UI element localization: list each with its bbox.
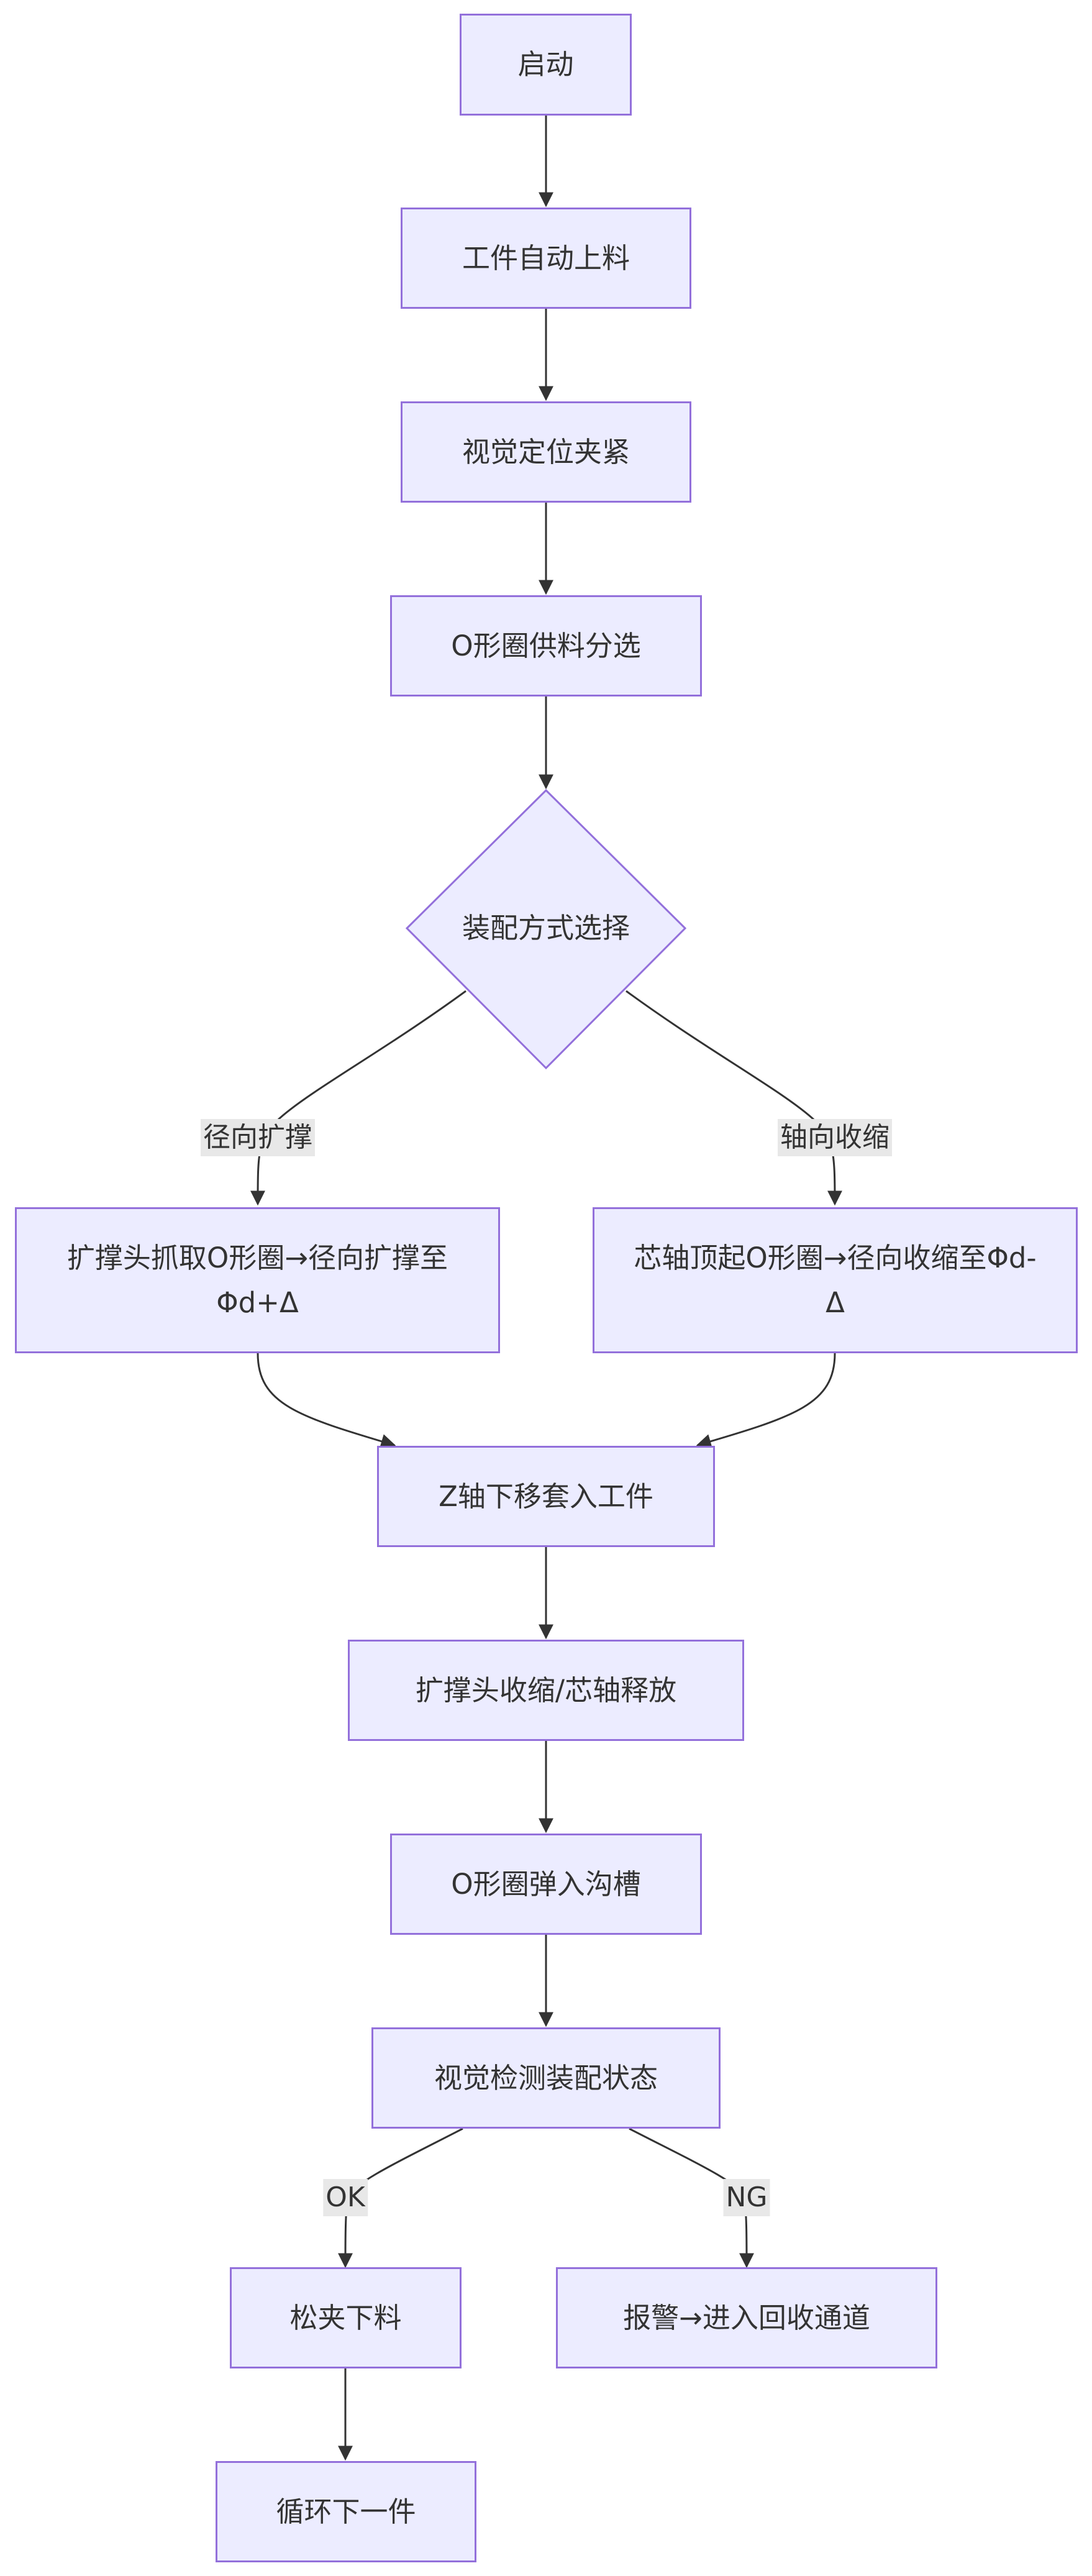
node-unload: 松夹下料: [230, 2267, 462, 2368]
edge-label-radial-expand: 径向扩撑: [201, 1119, 315, 1156]
node-inspect-label: 视觉检测装配状态: [434, 2061, 658, 2094]
node-next-cycle: 循环下一件: [216, 2461, 476, 2562]
node-vision-clamp-label: 视觉定位夹紧: [462, 435, 630, 468]
node-unload-label: 松夹下料: [289, 2301, 402, 2334]
edge-label-ok: OK: [323, 2179, 368, 2216]
node-alarm-label: 报警→进入回收通道: [623, 2301, 870, 2334]
node-inspect: 视觉检测装配状态: [371, 2027, 721, 2129]
node-load-label: 工件自动上料: [462, 241, 630, 275]
node-assembly-choice-label: 装配方式选择: [462, 911, 630, 944]
node-expand-label: 扩撑头抓取O形圈→径向扩撑至Φd+Δ: [66, 1241, 448, 1319]
node-alarm: 报警→进入回收通道: [556, 2267, 937, 2368]
node-start: 启动: [460, 14, 632, 116]
node-z-down: Z轴下移套入工件: [377, 1446, 715, 1547]
node-snap-in-label: O形圈弹入沟槽: [451, 1867, 641, 1901]
node-expand: 扩撑头抓取O形圈→径向扩撑至Φd+Δ: [15, 1207, 500, 1353]
node-start-label: 启动: [517, 48, 574, 81]
decision-diamond: [405, 788, 687, 1070]
node-oring-feed: O形圈供料分选: [390, 595, 702, 697]
edge-choice-to-expand: [250, 990, 466, 1206]
node-load: 工件自动上料: [401, 208, 691, 309]
edge-expand-to-z-down: [257, 1353, 396, 1449]
node-shrink-label: 芯轴顶起O形圈→径向收缩至Φd-Δ: [634, 1241, 1037, 1319]
node-release: 扩撑头收缩/芯轴释放: [348, 1640, 744, 1741]
node-next-cycle-label: 循环下一件: [276, 2495, 416, 2528]
node-z-down-label: Z轴下移套入工件: [439, 1479, 653, 1513]
node-snap-in: O形圈弹入沟槽: [390, 1834, 702, 1935]
node-vision-clamp: 视觉定位夹紧: [401, 401, 691, 503]
node-shrink: 芯轴顶起O形圈→径向收缩至Φd-Δ: [593, 1207, 1078, 1353]
edge-shrink-to-z-down: [696, 1353, 836, 1449]
node-oring-feed-label: O形圈供料分选: [451, 629, 641, 662]
node-release-label: 扩撑头收缩/芯轴释放: [415, 1673, 677, 1707]
edge-label-axial-shrink: 轴向收缩: [778, 1119, 892, 1156]
edge-choice-to-shrink: [626, 990, 842, 1206]
edge-label-ng: NG: [723, 2179, 770, 2216]
